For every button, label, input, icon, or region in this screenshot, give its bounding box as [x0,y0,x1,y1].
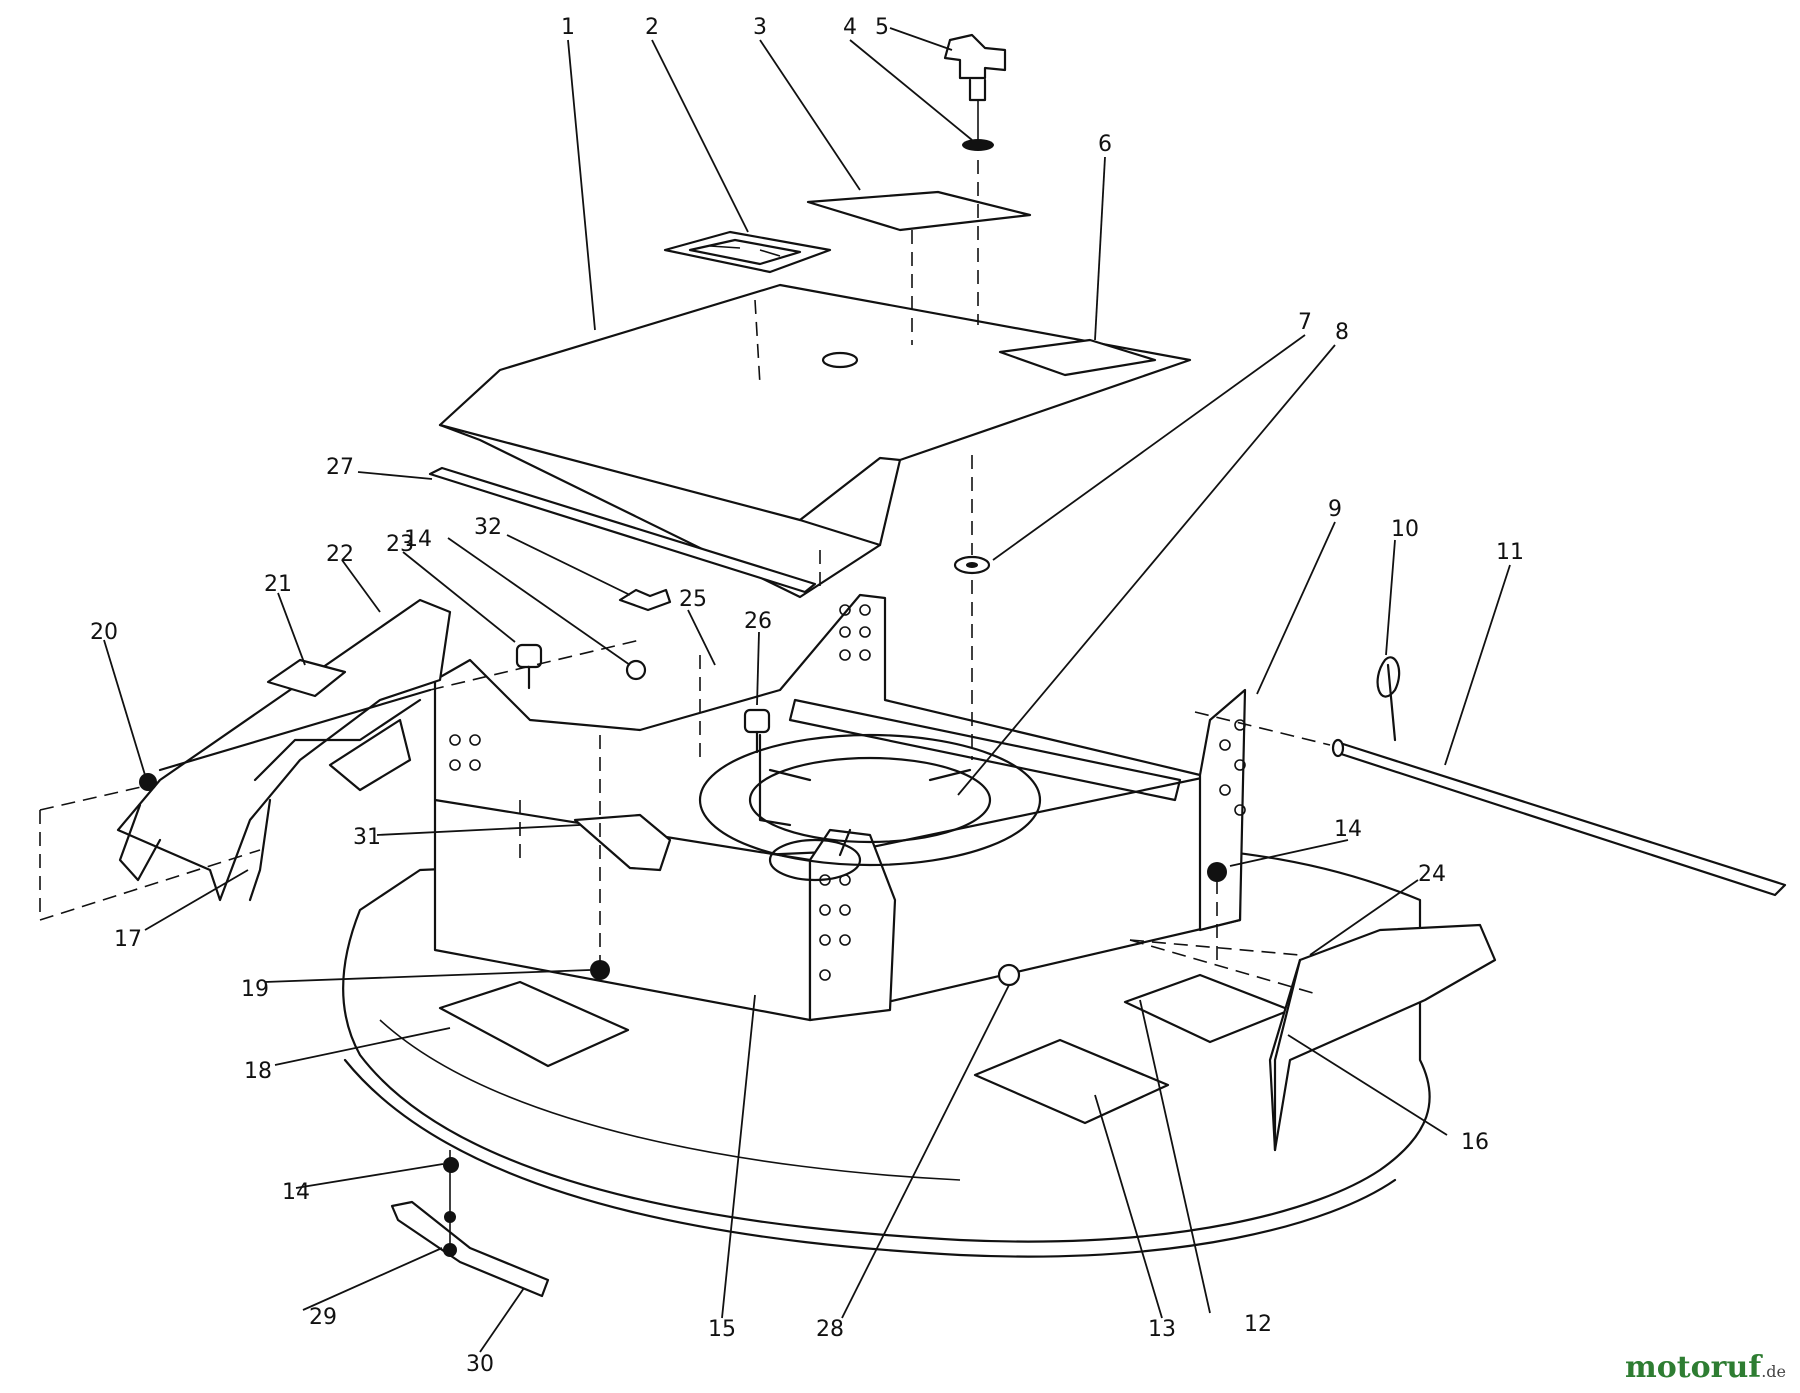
callout-30: 30 [466,1352,494,1377]
decal-18 [438,980,630,1068]
bracket-frame [433,593,1247,1022]
callout-6: 6 [1098,132,1112,157]
top-cover [428,283,1192,599]
watermark-logo: motoruf.de [1625,1350,1786,1385]
nut-14-right [1207,862,1227,882]
callout-9: 9 [1328,497,1342,522]
seal-strip-27 [428,466,817,594]
nut-14-lower [443,1157,459,1173]
plate-21 [266,658,347,698]
emblem-2 [663,230,832,274]
discharge-chute [1268,923,1497,1152]
callout-8: 8 [1335,320,1349,345]
decal-6 [998,338,1157,377]
nut-19 [590,960,610,980]
callout-26: 26 [744,609,772,634]
callout-13: 13 [1148,1317,1176,1342]
callout-21: 21 [264,572,292,597]
wing-nut-32 [618,588,672,612]
callout-17: 17 [114,927,142,952]
knob-5 [943,33,1007,140]
callout-2: 2 [645,15,659,40]
decal-3 [806,190,1032,232]
watermark-main: motoruf [1625,1350,1762,1385]
rod-11 [1331,738,1787,897]
leader-lines [103,27,1511,1353]
deflector-22 [116,598,452,902]
callout-32: 32 [474,515,502,540]
assembly-lines [39,160,1331,996]
callout-3: 3 [753,15,767,40]
callout-1: 1 [561,15,575,40]
spring-20 [139,773,157,791]
callout-31: 31 [353,825,381,850]
callout-11: 11 [1496,540,1524,565]
callout-14a: 14 [404,527,432,552]
callout-25: 25 [679,587,707,612]
bolt-29 [443,1243,457,1257]
callout-19: 19 [241,977,269,1002]
decal-13 [973,1038,1170,1125]
callout-27: 27 [326,455,354,480]
bolt-28 [997,963,1021,987]
callout-18: 18 [244,1059,272,1084]
nut-14-upper [625,659,647,681]
callouts: 1 2 3 4 5 6 7 8 9 10 11 12 13 14 14 14 1… [90,15,1524,1377]
watermark-tld: .de [1761,1362,1786,1381]
plate-31 [573,813,672,872]
bolt-holes [449,604,1246,981]
callout-24: 24 [1418,862,1446,887]
bumper-30 [390,1200,550,1298]
callout-14b: 14 [1334,817,1362,842]
callout-23: 23 [386,532,414,557]
callout-7: 7 [1298,310,1312,335]
callout-10: 10 [1391,517,1419,542]
callout-12: 12 [1244,1312,1272,1337]
washer-4 [962,139,994,151]
callout-28: 28 [816,1317,844,1342]
callout-20: 20 [90,620,118,645]
bolt-26 [743,708,771,754]
callout-5: 5 [875,15,889,40]
callout-4: 4 [843,15,857,40]
hair-pin-10 [1376,656,1401,742]
callout-14c: 14 [282,1180,310,1205]
callout-15: 15 [708,1317,736,1342]
callout-16: 16 [1461,1130,1489,1155]
callout-29: 29 [309,1305,337,1330]
callout-22: 22 [326,542,354,567]
